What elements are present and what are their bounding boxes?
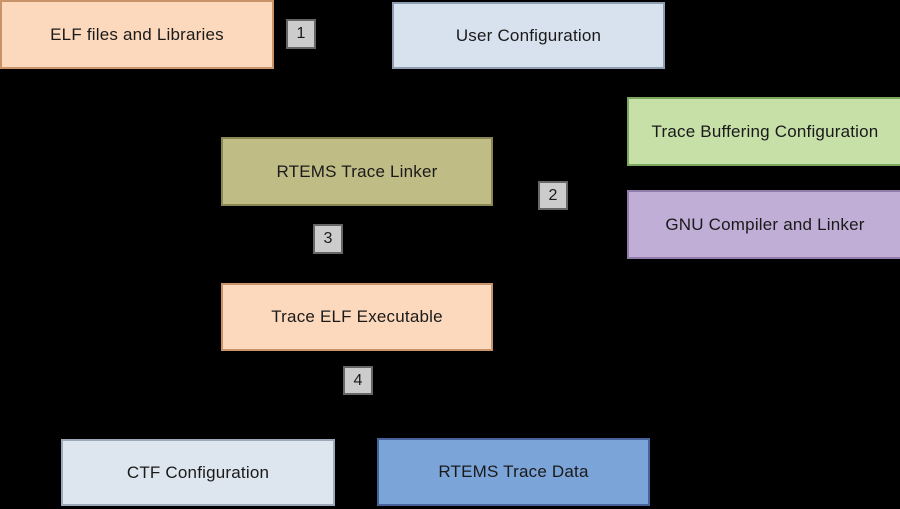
- node-user-configuration: User Configuration: [392, 2, 665, 69]
- connector-label-4: 4: [343, 366, 373, 395]
- node-elf-files-and-libraries: ELF files and Libraries: [0, 0, 274, 69]
- connector-label-1: 1: [286, 19, 316, 49]
- node-rtems-trace-linker: RTEMS Trace Linker: [221, 137, 493, 206]
- connector-label-3: 3: [313, 224, 343, 254]
- node-rtems-trace-data: RTEMS Trace Data: [377, 438, 650, 506]
- node-ctf-configuration: CTF Configuration: [61, 439, 335, 506]
- node-gnu-compiler-and-linker: GNU Compiler and Linker: [627, 190, 900, 259]
- node-trace-buffering-configuration: Trace Buffering Configuration: [627, 97, 900, 166]
- connector-label-2: 2: [538, 181, 568, 210]
- node-trace-elf-executable: Trace ELF Executable: [221, 283, 493, 351]
